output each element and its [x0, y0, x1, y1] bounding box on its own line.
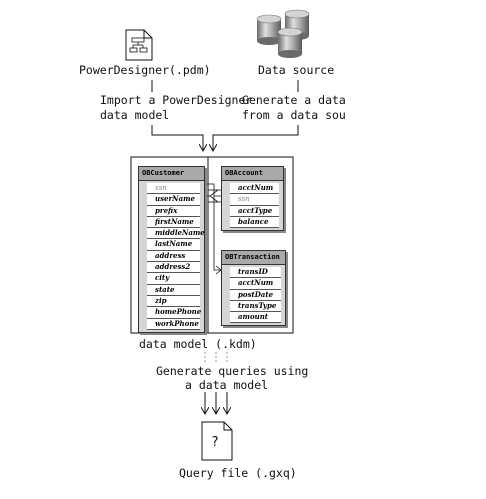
table-field: acctNum	[230, 183, 279, 195]
table-field: ssn	[147, 183, 200, 195]
generate-text-line2: from a data sou	[242, 108, 346, 122]
table-field: postDate	[230, 289, 281, 301]
table-field: ssn	[230, 194, 279, 206]
table-field: lastName	[147, 239, 200, 251]
table-field: city	[147, 273, 200, 285]
database-icon	[256, 9, 310, 58]
table-field: zip	[147, 295, 200, 308]
table-header: OBCustomer	[139, 167, 204, 181]
table-field: homePhone	[147, 307, 201, 319]
import-text-line1: Import a PowerDesigner	[100, 93, 253, 107]
table-field: state	[147, 284, 200, 296]
table-field: amount	[230, 312, 281, 324]
table-header: OBTransaction	[222, 251, 285, 265]
import-text-line2: data model	[100, 108, 170, 122]
table-field: address	[147, 250, 200, 263]
table-field: acctType	[230, 205, 279, 217]
table-field: workPhone	[147, 318, 200, 330]
query-file-label: Query file (.gxq)	[179, 466, 297, 480]
table-header: OBAccount	[222, 167, 283, 181]
datasource-label: Data source	[258, 63, 335, 77]
table-field: prefix	[147, 205, 200, 217]
table-field: transType	[230, 300, 281, 313]
generate-text-line1: Generate a data	[242, 93, 346, 107]
queries-text-line1: Generate queries using	[156, 364, 309, 378]
model-label: data model (.kdm)	[139, 337, 257, 351]
query-file-glyph: ?	[211, 435, 219, 450]
import-arrow	[151, 125, 203, 151]
table-field: balance	[230, 216, 279, 229]
table-field: transID	[230, 267, 281, 279]
generate-arrow	[213, 125, 299, 151]
table-field: acctNum	[230, 278, 281, 290]
queries-text-line2: a data model	[185, 378, 269, 392]
pdm-label: PowerDesigner(.pdm)	[79, 63, 211, 77]
pdm-file-icon	[125, 29, 153, 61]
table-field: firstName	[147, 216, 200, 229]
table-field: address2	[147, 262, 200, 274]
table-field: middleName	[147, 228, 205, 240]
query-file-icon	[201, 421, 233, 461]
table-field: userName	[147, 194, 200, 206]
